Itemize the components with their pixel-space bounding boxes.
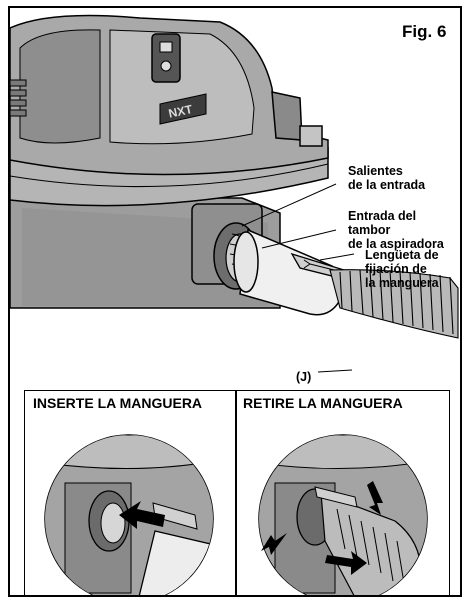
nxt-logo: NXT (159, 93, 207, 125)
figure-frame: NXT Fig. 6 Salientes (8, 6, 462, 597)
callout-drum-inlet: Entrada del tambor de la aspiradora (348, 209, 444, 251)
vacuum-hose-illustration: NXT (10, 14, 459, 373)
power-switch (151, 33, 181, 83)
insert-hose-detail (44, 434, 214, 595)
hose-corrugated (329, 269, 459, 339)
callout-hose-tab: Lengüeta de fijación de la manguera (365, 248, 439, 290)
latch (271, 91, 303, 141)
callout-inlet-bosses: Salientes de la entrada (348, 164, 426, 192)
insert-arrow (119, 501, 165, 529)
insert-hose-title: INSERTE LA MANGUERA (33, 395, 203, 411)
remove-arrow-down (367, 481, 383, 515)
callout-hose-letter: (J) (296, 370, 312, 384)
remove-arrow-left (261, 533, 287, 555)
vent-ribs (10, 79, 27, 117)
instruction-panels: INSERTE LA MANGUERA RETIRE LA MANGUERA (24, 390, 450, 595)
remove-arrow-right (325, 551, 367, 575)
svg-text:NXT: NXT (167, 102, 194, 121)
figure-label: Fig. 6 (402, 22, 447, 41)
remove-hose-title: RETIRE LA MANGUERA (243, 395, 403, 411)
panels-illustration (44, 434, 428, 595)
panel-divider (235, 391, 237, 595)
remove-hose-detail (258, 434, 428, 595)
